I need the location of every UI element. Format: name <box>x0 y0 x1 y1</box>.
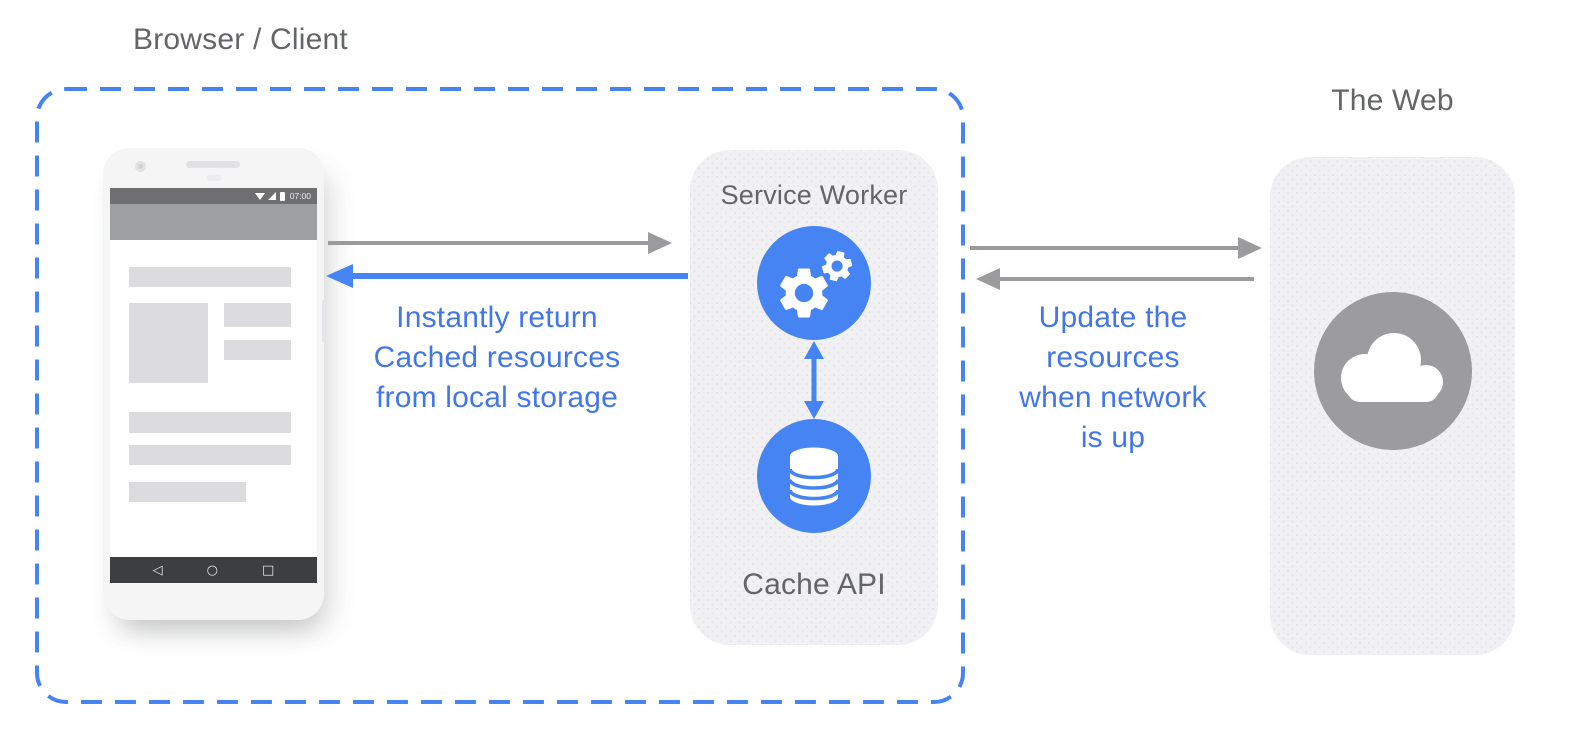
content-placeholder <box>129 482 246 502</box>
flow-text-line: Instantly return <box>396 301 598 334</box>
content-placeholder <box>129 412 291 433</box>
recents-icon: □ <box>262 562 275 578</box>
service-worker-title: Service Worker <box>720 180 908 210</box>
battery-icon <box>279 191 285 201</box>
the-web-card <box>1270 157 1515 655</box>
phone-screen: 07:00 ◁ ○ □ <box>110 188 317 583</box>
phone-mockup: 07:00 ◁ ○ □ <box>103 148 325 620</box>
flow-text-line: when network <box>1019 381 1207 414</box>
the-web-label: The Web <box>1331 84 1454 117</box>
response-arrow-sw-to-phone <box>326 264 688 288</box>
cloud-icon <box>1341 333 1443 402</box>
flow-text-line: resources <box>1046 341 1180 374</box>
back-icon: ◁ <box>152 562 163 578</box>
flow-text-line: is up <box>1080 421 1146 454</box>
content-placeholder <box>224 303 291 327</box>
flow-text-line: Cached resources <box>373 341 621 374</box>
request-arrow-sw-to-web <box>970 237 1262 259</box>
database-icon <box>788 447 840 506</box>
browser-client-label: Browser / Client <box>133 23 348 56</box>
phone-power-button <box>322 300 325 342</box>
response-arrow-web-to-sw <box>976 268 1254 290</box>
phone-nav-bar: ◁ ○ □ <box>110 557 317 583</box>
phone-status-bar: 07:00 <box>110 188 317 204</box>
flow-text-line: from local storage <box>375 381 619 414</box>
browser-boundary-dashed-box <box>35 87 965 704</box>
content-placeholder <box>129 267 291 287</box>
cache-api-label: Cache API <box>742 568 886 601</box>
sw-cache-double-arrow <box>804 341 824 419</box>
service-worker-card: Service Worker <box>690 150 938 645</box>
phone-app-bar <box>110 204 317 240</box>
content-placeholder <box>129 445 291 465</box>
web-badge <box>1314 292 1472 450</box>
phone-sensor <box>207 175 222 181</box>
content-placeholder <box>224 340 291 360</box>
flow-text-line: Update the <box>1038 301 1188 334</box>
home-icon: ○ <box>206 562 219 578</box>
wifi-icon <box>254 192 265 200</box>
gears-icon <box>780 250 853 318</box>
service-worker-badge <box>757 226 871 340</box>
right-flow-caption: Update the resources when network is up <box>963 298 1263 458</box>
status-time: 07:00 <box>289 190 311 201</box>
phone-camera-icon <box>135 161 146 172</box>
phone-speaker <box>186 161 240 168</box>
content-placeholder <box>129 303 208 383</box>
left-flow-caption: Instantly return Cached resources from l… <box>332 298 662 418</box>
request-arrow-phone-to-sw <box>328 232 672 254</box>
signal-icon <box>267 192 276 200</box>
cache-api-badge <box>757 419 871 533</box>
